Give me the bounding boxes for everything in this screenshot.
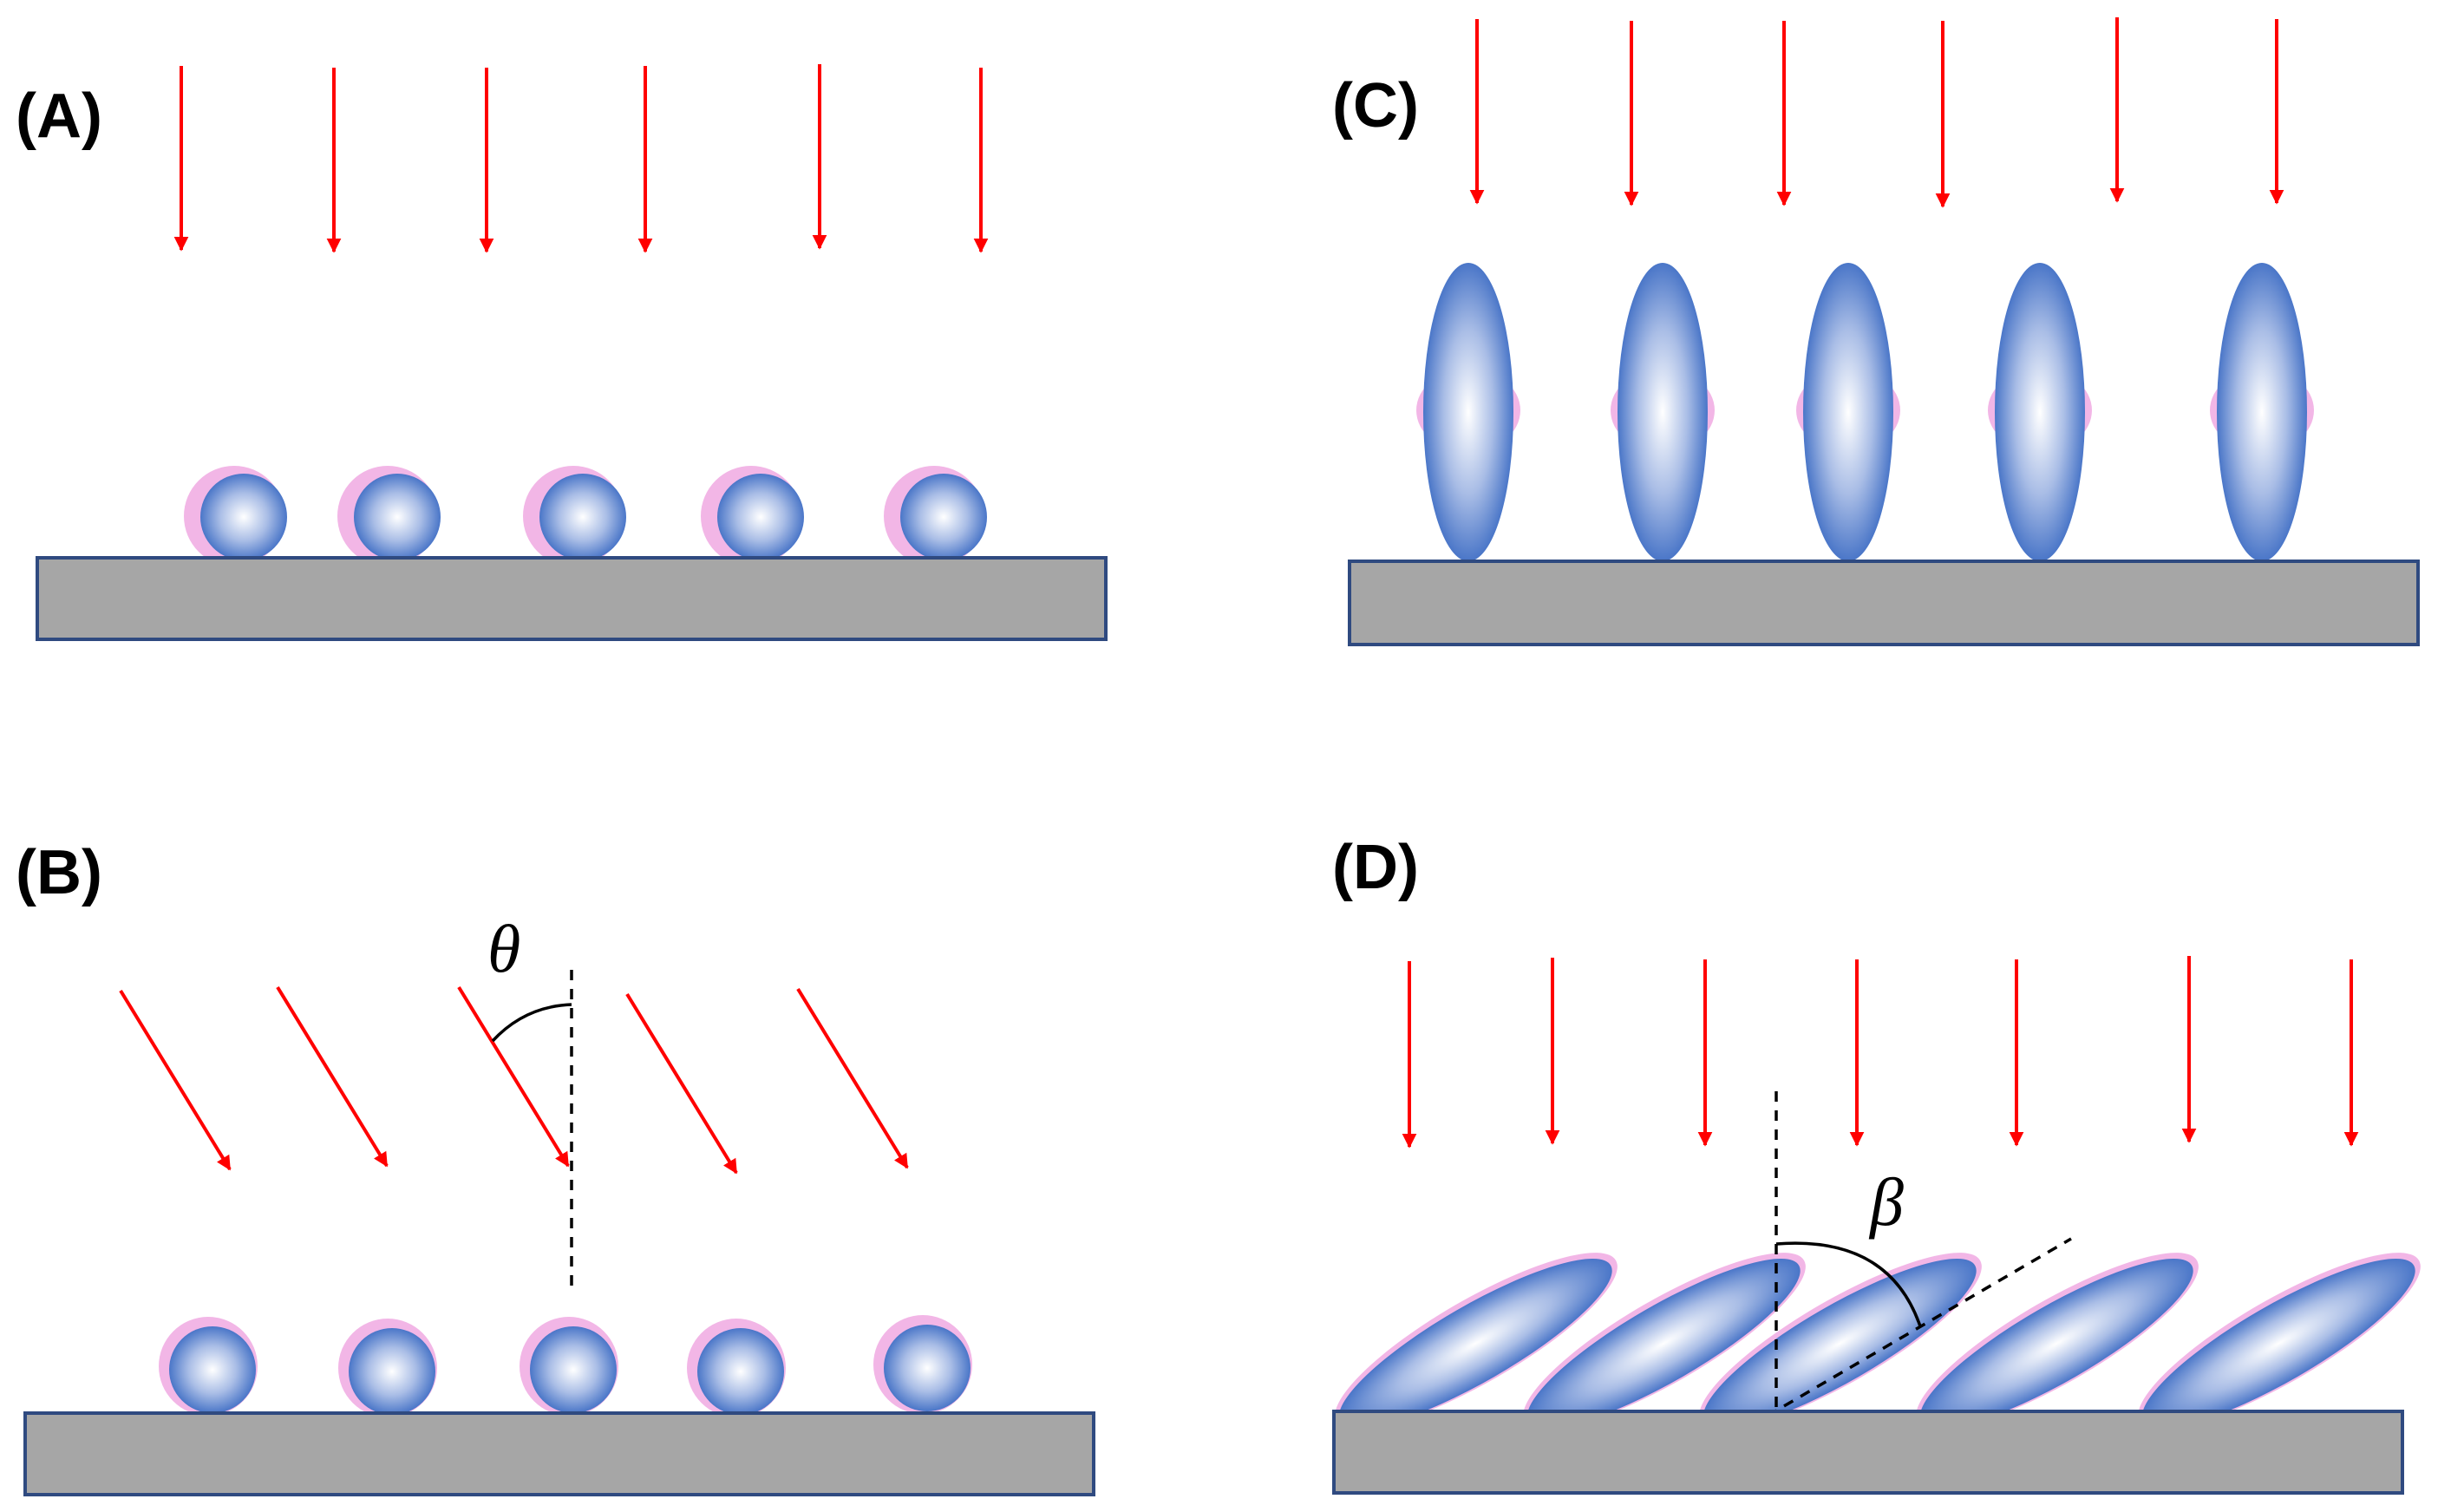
columnar-particle — [1988, 263, 2092, 561]
panel-b-particles — [159, 1315, 972, 1417]
sphere-particle — [159, 1317, 258, 1416]
beta-symbol: β — [1868, 1164, 1904, 1240]
oblique-beam-arrow — [796, 987, 909, 1169]
panel-d-label: (D) — [1332, 833, 1419, 902]
substrate — [1348, 560, 2420, 646]
oblique-beam-arrow — [625, 992, 738, 1175]
sphere-particle — [184, 466, 287, 566]
tilted-particle — [1916, 1253, 2199, 1430]
panel-b-label: (B) — [16, 838, 102, 907]
substrate — [1332, 1410, 2404, 1495]
sphere-particle — [338, 1319, 437, 1417]
sphere-particle — [520, 1317, 618, 1416]
sphere-particle — [873, 1315, 972, 1414]
panel-d-beam — [1402, 956, 2359, 1149]
panel-d-particles — [1335, 1253, 2421, 1430]
sphere-particle — [884, 466, 987, 566]
particle-axis-guide — [1767, 1237, 2072, 1417]
panel-a-beam — [173, 64, 989, 253]
beta-angle-arc — [1775, 1241, 1922, 1327]
columnar-particle — [1796, 263, 1900, 561]
panel-a-particles — [184, 466, 987, 566]
panel-a-label: (A) — [16, 82, 102, 151]
panel-c-beam — [1469, 17, 2284, 208]
panel-c-label: (C) — [1332, 71, 1419, 141]
sphere-particle — [687, 1319, 786, 1417]
theta-symbol: θ — [487, 911, 520, 986]
panel-b-beam — [119, 985, 909, 1175]
oblique-beam-arrow — [276, 985, 389, 1168]
panel-b: (B) θ — [16, 838, 1095, 1496]
substrate — [23, 1411, 1095, 1496]
tilted-particle — [1523, 1253, 1806, 1430]
sphere-particle — [337, 466, 441, 566]
sphere-particle — [701, 466, 804, 566]
columnar-particle — [1416, 263, 1520, 561]
panel-c: (C) — [1332, 17, 2420, 646]
tilted-particle — [2138, 1253, 2421, 1430]
columnar-particle — [2210, 263, 2314, 561]
theta-angle-arc — [491, 1003, 572, 1043]
panel-c-particles — [1416, 263, 2314, 561]
panel-a: (A) — [16, 64, 1108, 641]
oblique-beam-arrow — [457, 985, 570, 1168]
oblique-beam-arrow — [119, 989, 232, 1171]
columnar-particle — [1611, 263, 1715, 561]
tilted-particle — [1335, 1253, 1618, 1430]
sphere-particle — [523, 466, 626, 566]
panel-d: (D) — [1332, 833, 2421, 1495]
substrate — [36, 556, 1108, 641]
